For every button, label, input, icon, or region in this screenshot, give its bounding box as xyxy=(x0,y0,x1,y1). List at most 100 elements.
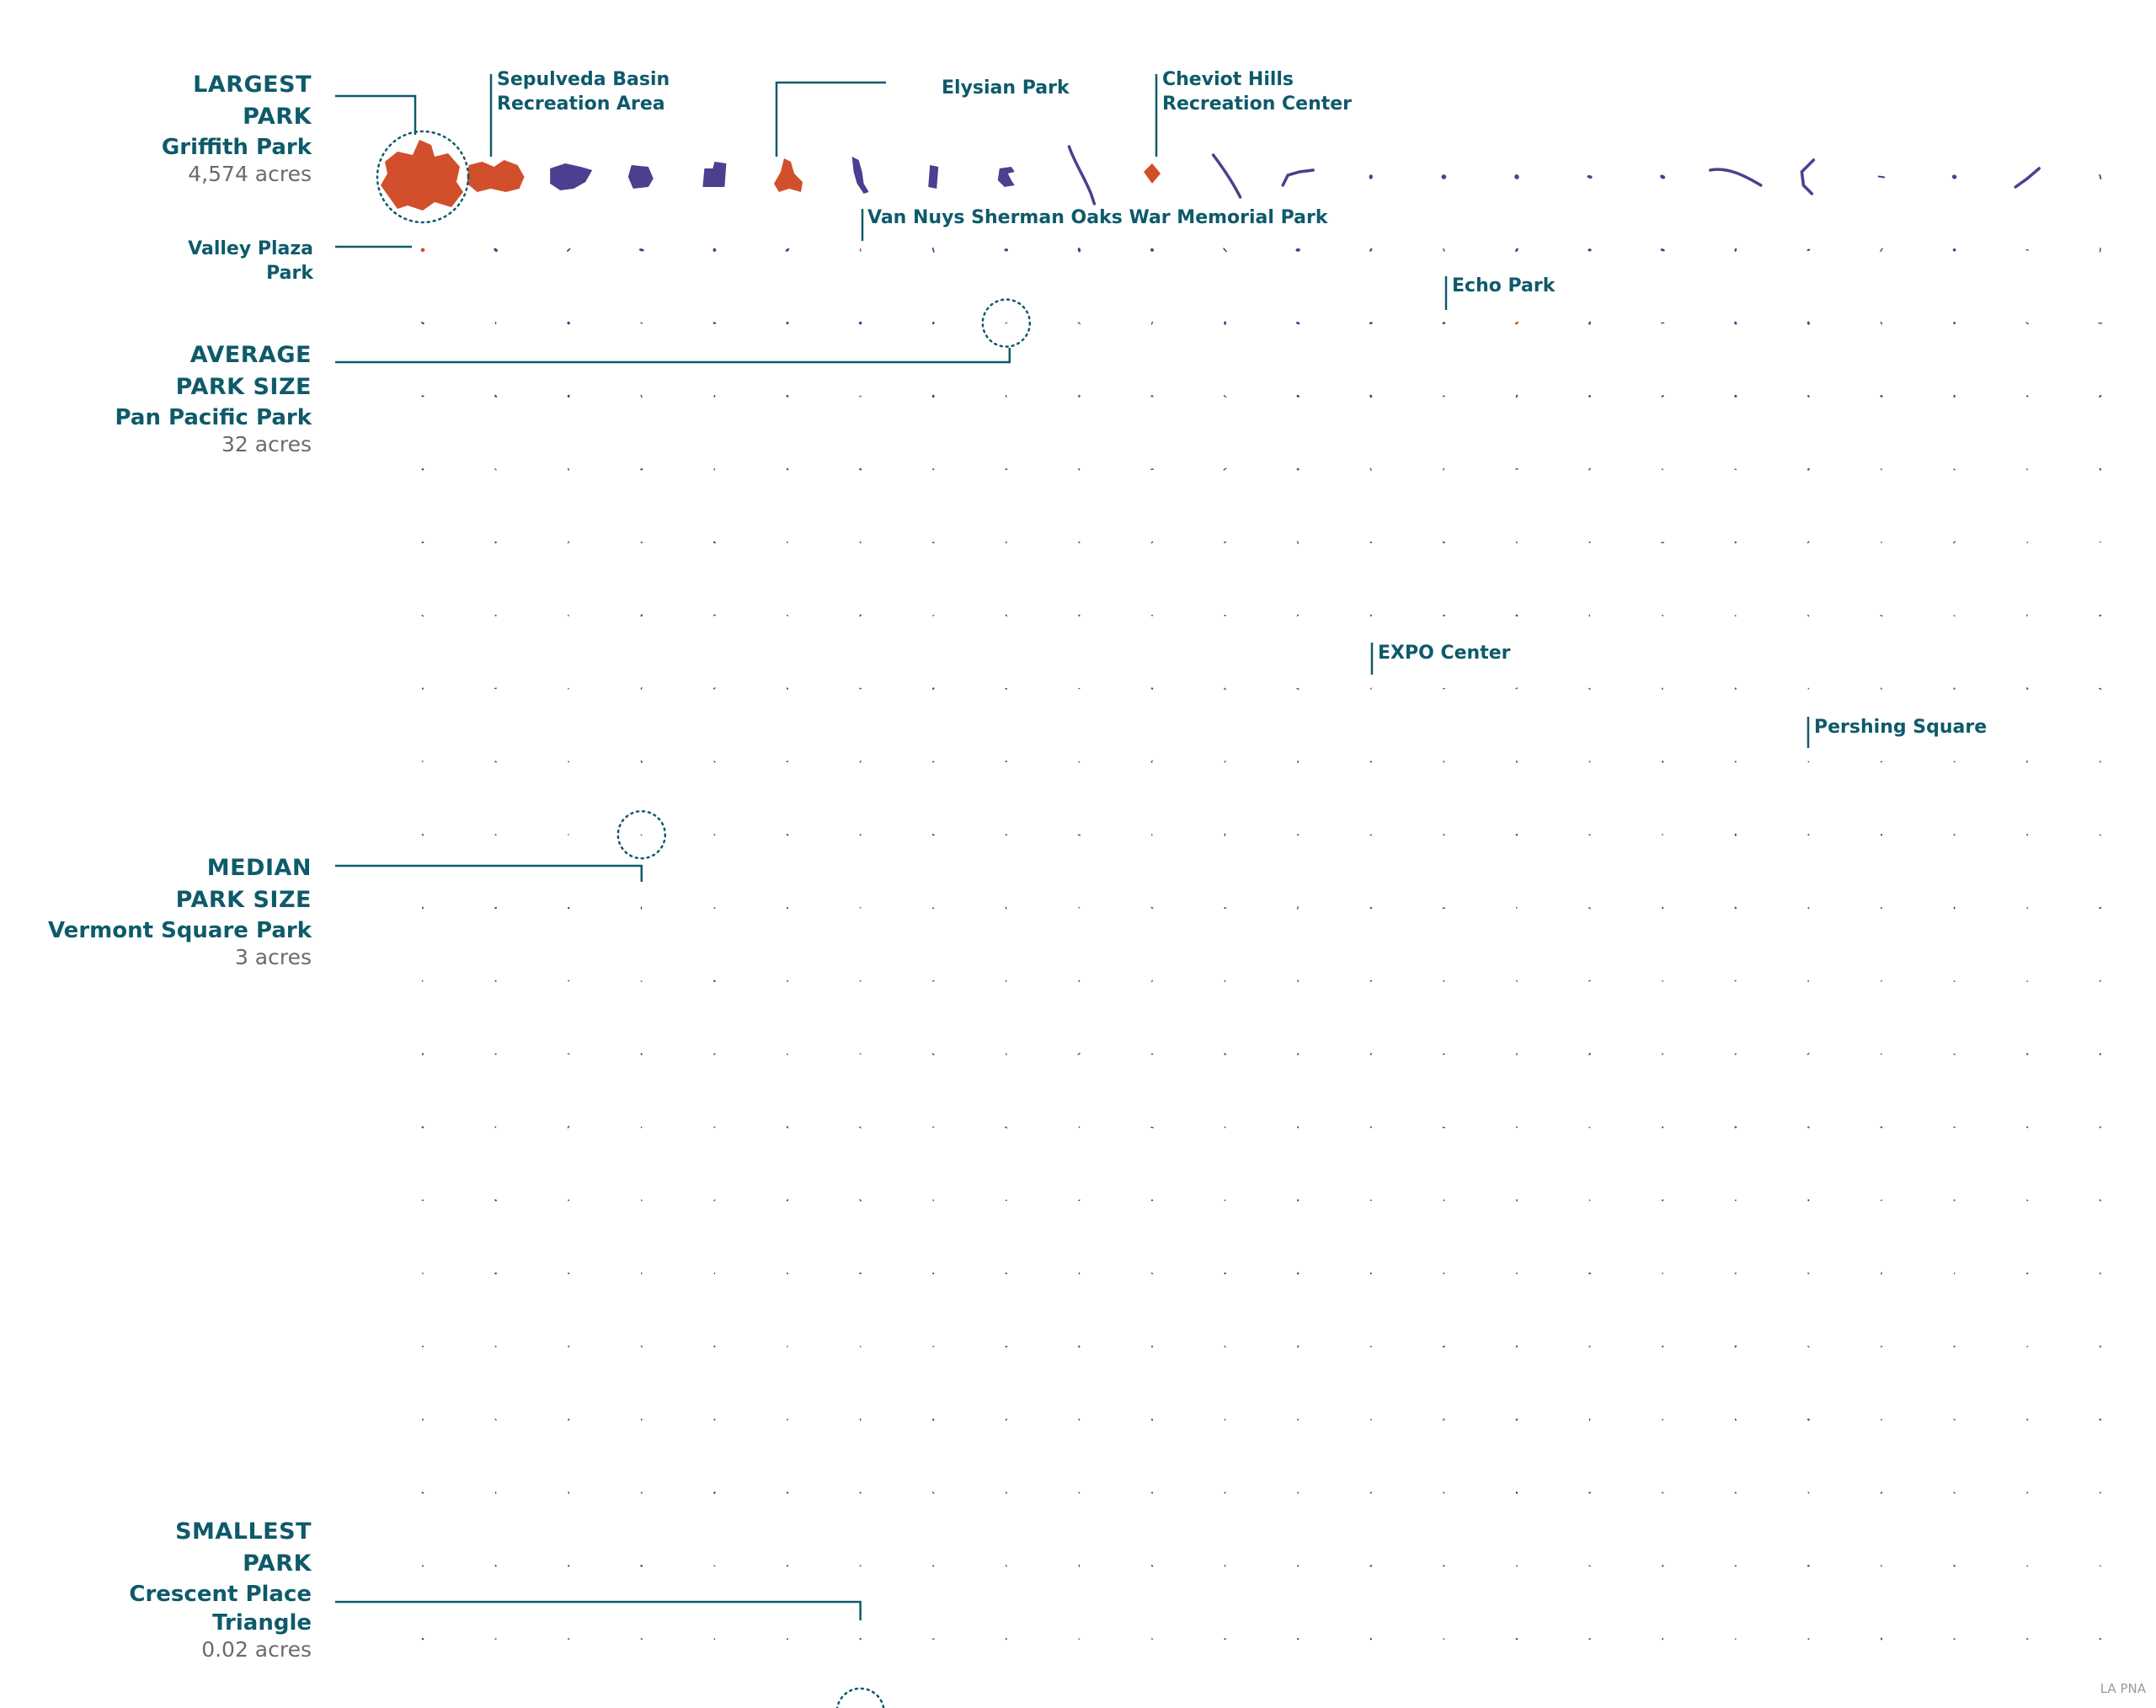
park-shape xyxy=(1734,979,1737,982)
park-shape xyxy=(1662,761,1664,763)
park-shape xyxy=(997,167,1015,187)
park-shape xyxy=(1661,322,1665,324)
park-shape xyxy=(422,906,424,910)
park-shape xyxy=(2099,1418,2102,1421)
park-shape xyxy=(566,248,571,252)
park-shape xyxy=(1807,979,1809,982)
park-shape xyxy=(640,760,643,763)
park-shape xyxy=(1515,687,1518,690)
park-shape xyxy=(2099,1272,2101,1275)
park-shape xyxy=(1662,614,1664,616)
park-shape xyxy=(640,467,643,471)
park-shape xyxy=(421,541,424,544)
park-shape xyxy=(1443,248,1445,252)
park-shape xyxy=(1005,1565,1007,1567)
park-shape xyxy=(567,394,570,398)
park-shape xyxy=(2014,167,2041,189)
park-shape xyxy=(421,614,424,617)
park-shape xyxy=(1005,468,1008,471)
park-shape xyxy=(1661,1492,1664,1494)
park-shape xyxy=(1880,321,1883,325)
park-shape xyxy=(1150,1053,1154,1055)
park-shape xyxy=(1516,1565,1518,1567)
park-shape xyxy=(859,395,862,398)
park-shape xyxy=(1516,541,1518,544)
park-shape xyxy=(859,248,862,252)
park-shape xyxy=(568,1345,570,1348)
caption-average-heading-2: PARK SIZE xyxy=(175,374,312,400)
park-shape xyxy=(859,1565,862,1567)
park-shape xyxy=(1800,158,1816,195)
park-shape xyxy=(1150,834,1153,836)
park-shape xyxy=(787,1272,788,1275)
park-shape xyxy=(1078,395,1081,398)
park-shape xyxy=(1297,979,1299,983)
park-shape xyxy=(1224,1053,1226,1055)
park-shape xyxy=(1369,979,1372,982)
park-shape xyxy=(2026,907,2029,909)
park-shape xyxy=(786,614,789,616)
park-shape xyxy=(1515,979,1518,982)
leader-smallest xyxy=(335,1600,862,1620)
park-shape xyxy=(1078,467,1081,471)
caption-average-acres: 32 acres xyxy=(221,432,312,456)
park-shape xyxy=(1150,248,1154,252)
park-shape xyxy=(494,394,498,398)
park-shape xyxy=(1515,906,1518,909)
park-shape xyxy=(1953,687,1956,690)
park-shape xyxy=(2098,687,2102,691)
label-echo: Echo Park xyxy=(1452,275,1556,296)
park-shape xyxy=(494,1199,497,1202)
park-shape xyxy=(1441,174,1447,179)
park-shape xyxy=(1077,248,1081,253)
park-shape xyxy=(1224,615,1227,616)
park-shape xyxy=(421,1053,424,1055)
park-shape xyxy=(567,321,570,325)
park-shape xyxy=(1150,1273,1154,1274)
park-shape xyxy=(2099,1637,2101,1641)
park-shape xyxy=(1224,1638,1226,1640)
park-shape xyxy=(1880,615,1883,617)
park-shape xyxy=(1953,322,1956,325)
park-shape xyxy=(2099,394,2102,398)
park-shape xyxy=(1880,1199,1883,1202)
park-shape xyxy=(2026,1492,2029,1494)
park-shape xyxy=(1734,1418,1737,1421)
park-shape xyxy=(859,1053,862,1055)
park-shape xyxy=(1807,1273,1810,1274)
park-shape xyxy=(1953,1199,1956,1202)
park-shape xyxy=(1150,906,1154,910)
park-shape xyxy=(713,1126,716,1129)
park-shape xyxy=(2099,1492,2101,1494)
park-shape xyxy=(1224,1272,1226,1275)
park-shape xyxy=(932,1565,935,1567)
park-shape xyxy=(932,615,935,616)
caption-smallest-heading-1: SMALLEST xyxy=(175,1519,312,1545)
park-shape xyxy=(1953,761,1956,763)
park-shape xyxy=(1369,834,1372,836)
park-shape xyxy=(1150,687,1154,690)
label-expo: EXPO Center xyxy=(1378,643,1511,664)
park-shape xyxy=(1297,1126,1299,1129)
park-shape xyxy=(568,467,570,471)
park-shape xyxy=(859,1345,862,1348)
park-shape xyxy=(702,162,727,187)
park-shape xyxy=(1369,542,1373,543)
park-shape xyxy=(1880,1492,1883,1494)
park-shape xyxy=(1296,687,1299,690)
caption-largest-heading-2: PARK xyxy=(243,104,312,130)
park-shape xyxy=(1660,248,1665,252)
park-shape xyxy=(1223,248,1227,253)
park-shape xyxy=(1077,1053,1081,1055)
park-shape xyxy=(567,906,570,910)
park-shape xyxy=(1297,1198,1299,1202)
park-shape xyxy=(1224,833,1226,837)
park-shape xyxy=(1150,1564,1154,1567)
park-shape xyxy=(1953,980,1956,982)
park-shape xyxy=(638,248,644,252)
park-shape xyxy=(1953,1637,1956,1641)
park-shape xyxy=(1150,1418,1154,1421)
park-shape xyxy=(420,248,425,253)
park-shape xyxy=(1516,1198,1518,1202)
park-shape xyxy=(2099,1345,2101,1348)
